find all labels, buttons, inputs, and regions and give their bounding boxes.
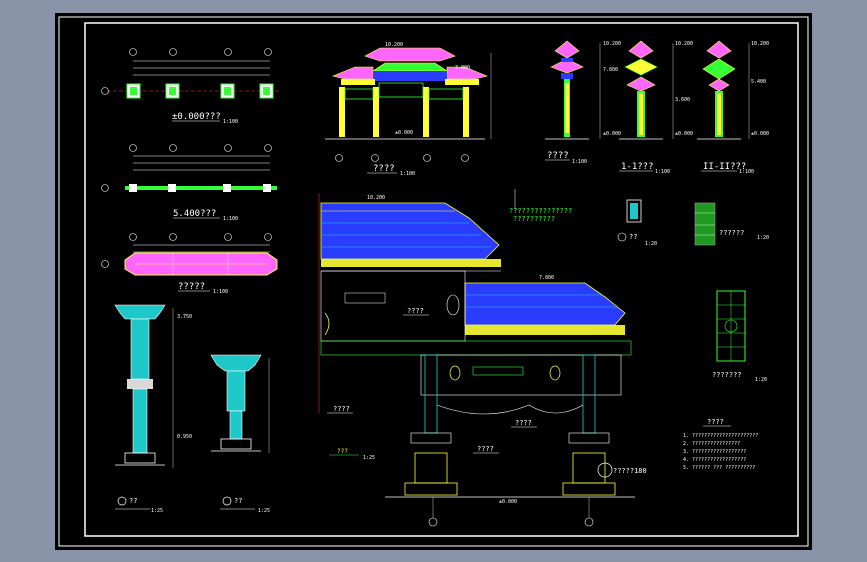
side3-title: II-II??? <box>703 162 746 172</box>
elev-title: ???? <box>373 164 395 174</box>
column-a-title: ?? <box>129 497 137 505</box>
elev-mid-level: 7.800 <box>455 65 470 71</box>
drawing-sheet: ±0.000??? 1:100 5.400??? 1:100 ??? <box>55 13 812 550</box>
column-b-scale: 1:25 <box>258 508 270 514</box>
side1-top: 10.200 <box>603 41 621 47</box>
detail-c-scale: 1:20 <box>755 377 767 383</box>
elev-scale: 1:100 <box>400 171 415 177</box>
side3-b: 5.400 <box>751 79 766 85</box>
big-mid-level: 7.800 <box>539 275 554 281</box>
axis-bubble <box>169 48 177 56</box>
plan3-scale: 1:100 <box>213 289 228 295</box>
axis-bubble <box>129 48 137 56</box>
note-line-4: 4. ?????????????????? <box>683 457 746 463</box>
inner-frame <box>84 22 799 537</box>
axis-bubble <box>264 48 272 56</box>
side3-top: 10.200 <box>751 41 769 47</box>
side1-base: ±0.000 <box>603 131 621 137</box>
side1-title: ???? <box>547 151 569 161</box>
column-b-title: ?? <box>234 497 242 505</box>
side2-title: 1-1??? <box>621 162 654 172</box>
side2-base: ±0.000 <box>675 131 693 137</box>
enlarged-elevation: ??????????????? ?????????? <box>318 189 647 527</box>
plan2-scale: 1:100 <box>223 216 238 222</box>
note-line-3: 3. ?????????????????? <box>683 449 746 455</box>
side1-scale: 1:100 <box>572 159 587 165</box>
side3-base: ±0.000 <box>751 131 769 137</box>
detail-b-title: ?????? <box>719 229 744 237</box>
plan-ground: ±0.000??? 1:100 <box>101 48 280 125</box>
column-a-level-low: 0.950 <box>177 434 192 440</box>
plan1-title: ±0.000??? <box>172 112 221 122</box>
side-elevation-3: 10.200 5.400 ±0.000 II-II??? 1:100 <box>697 40 769 175</box>
column-detail-b: ?? 1:25 <box>210 354 270 514</box>
cad-drawing: ±0.000??? 1:100 5.400??? 1:100 ??? <box>58 16 809 547</box>
elev-top-level: 10.200 <box>385 42 403 48</box>
plan3-title: ????? <box>178 282 205 292</box>
big-title-scale: 1:25 <box>363 455 375 461</box>
detail-b-scale: 1:20 <box>757 235 769 241</box>
elev-base-level: ±0.000 <box>395 130 413 136</box>
outer-frame <box>58 16 809 547</box>
side3-scale: 1:100 <box>739 169 754 175</box>
detail-b: ?????? 1:20 <box>694 202 769 246</box>
plan-upper: 5.400??? 1:100 <box>101 144 277 222</box>
plan2-title: 5.400??? <box>173 209 216 219</box>
detail-c-title: ??????? <box>712 371 742 379</box>
detail-small-title: ?? <box>629 233 637 241</box>
column-a-scale: 1:25 <box>151 508 163 514</box>
axis-bubble <box>224 48 232 56</box>
side-elevation-2: 10.200 3.600 ±0.000 1-1??? 1:100 <box>619 40 693 175</box>
side2-scale: 1:100 <box>655 169 670 175</box>
side2-top: 10.200 <box>675 41 693 47</box>
note-line-2: 2. ???????????????? <box>683 441 740 447</box>
label-a: ???? <box>407 307 424 315</box>
detail-small: ?? 1:20 <box>617 199 657 247</box>
general-notes: ???? 1. ?????????????????????? 2. ??????… <box>683 418 758 471</box>
detail-c: ??????? 1:20 <box>712 290 767 383</box>
plan1-scale: 1:100 <box>223 119 238 125</box>
big-base-level: ±0.000 <box>499 499 517 505</box>
label-c: ???? <box>515 419 532 427</box>
note-green: ??????????????? <box>509 207 572 215</box>
big-title-green: ??? <box>337 448 348 455</box>
side-elevation-1: 10.200 7.800 ±0.000 ???? 1:100 <box>545 40 621 165</box>
column-a-level: 3.750 <box>177 314 192 320</box>
detail-small-scale: 1:20 <box>645 241 657 247</box>
note-line-5: 5. ?????? ??? ?????????? <box>683 465 755 471</box>
big-top-level: 10.200 <box>367 195 385 201</box>
label-e: ?????180 <box>613 467 647 475</box>
note-line-1: 1. ?????????????????????? <box>683 433 758 439</box>
notes-title: ???? <box>707 418 724 426</box>
side2-c: 3.600 <box>675 97 690 103</box>
label-d: ???? <box>477 445 494 453</box>
note-green-2: ?????????? <box>513 215 555 223</box>
plan-roof: ????? 1:100 <box>101 233 278 295</box>
column-detail-a: 3.750 0.950 ?? 1:25 <box>114 304 192 514</box>
label-b: ???? <box>333 405 350 413</box>
front-elevation-small: 10.200 7.800 ±0.000 ???? 1:100 <box>325 42 492 177</box>
side1-a: 7.800 <box>603 67 618 73</box>
